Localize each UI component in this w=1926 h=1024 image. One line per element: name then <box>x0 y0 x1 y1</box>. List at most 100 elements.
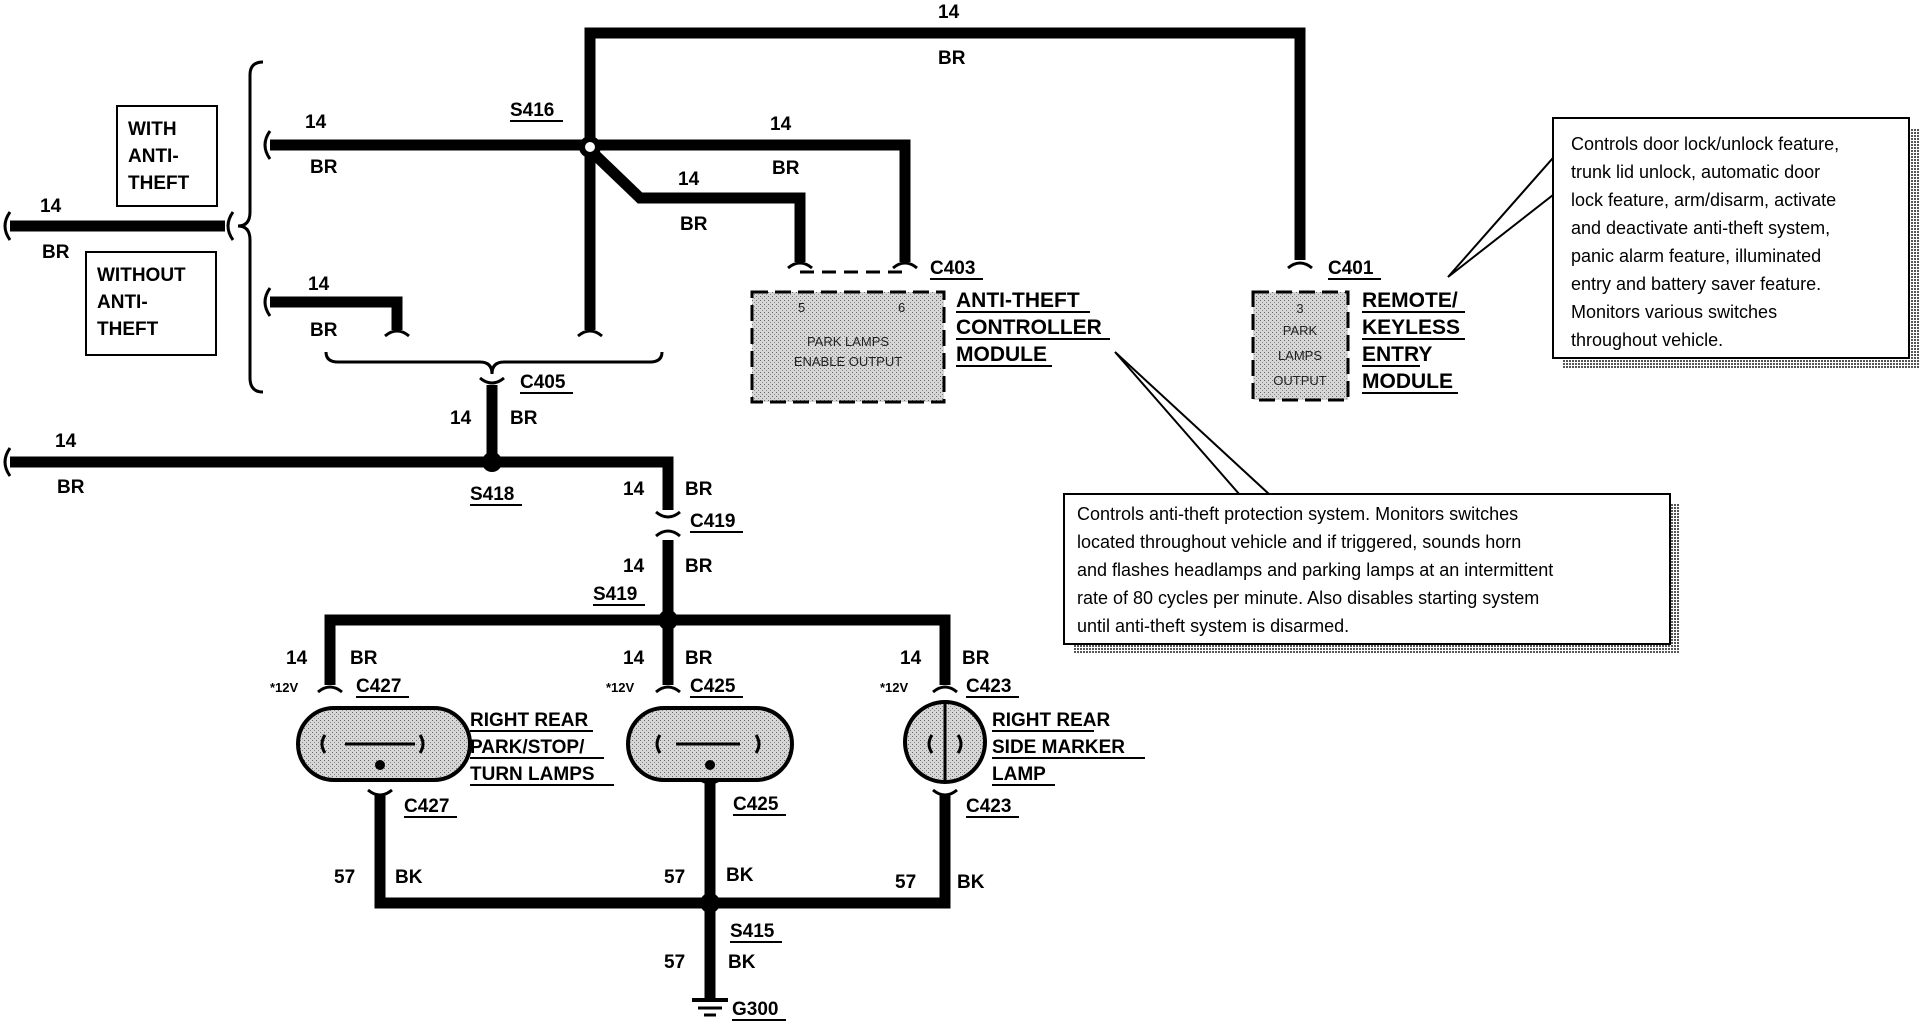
connector-terminals <box>317 261 1313 797</box>
lamp-name: RIGHT REAR <box>470 710 589 731</box>
pin-number: 6 <box>898 300 905 315</box>
with-line-3: THEFT <box>128 173 190 194</box>
without-line-3: THEFT <box>97 319 159 340</box>
connector-label: C425 <box>690 676 736 697</box>
rke-callout: Controls door lock/unlock feature, trunk… <box>1447 117 1919 368</box>
color-label: BR <box>350 648 378 669</box>
rke-note-line: trunk lid unlock, automatic door <box>1571 162 1820 182</box>
connector-label: C403 <box>930 258 975 279</box>
color-label: BK <box>726 865 754 886</box>
color-label: BR <box>42 242 70 263</box>
anti-theft-note-line: located throughout vehicle and if trigge… <box>1077 532 1521 552</box>
lamp-name: SIDE MARKER <box>992 737 1125 758</box>
rke-note-line: Controls door lock/unlock feature, <box>1571 134 1839 154</box>
gauge-label: 14 <box>900 648 922 669</box>
color-label: BR <box>310 320 338 341</box>
connector-label: C427 <box>404 796 449 817</box>
anti-theft-callout: Controls anti-theft protection system. M… <box>1063 351 1680 654</box>
gauge-label: 14 <box>938 2 960 23</box>
c405-bracket <box>324 351 664 375</box>
module-name: KEYLESS <box>1362 316 1460 339</box>
lamp-name: PARK/STOP/ <box>470 737 585 758</box>
rke-note-line: lock feature, arm/disarm, activate <box>1571 190 1836 210</box>
connector-label: C405 <box>520 372 566 393</box>
rke-note-line: entry and battery saver feature. <box>1571 274 1821 294</box>
gauge-label: 14 <box>40 196 62 217</box>
lamp-name: TURN LAMPS <box>470 764 595 785</box>
anti-theft-note-line: and flashes headlamps and parking lamps … <box>1077 560 1553 580</box>
rke-note-line: and deactivate anti-theft system, <box>1571 218 1830 238</box>
gauge-label: 14 <box>308 274 330 295</box>
with-line-2: ANTI- <box>128 146 179 167</box>
splice-dots <box>482 136 720 913</box>
module-text: ENABLE OUTPUT <box>794 354 902 369</box>
module-name: ENTRY <box>1362 343 1432 366</box>
lamp-name: RIGHT REAR <box>992 710 1111 731</box>
voltage-tag: *12V <box>880 680 909 695</box>
gauge-label: 14 <box>55 431 77 452</box>
connector-label: C423 <box>966 796 1011 817</box>
color-label: BR <box>510 408 538 429</box>
module-text: PARK <box>1283 323 1318 338</box>
color-label: BR <box>685 648 713 669</box>
gauge-label: 57 <box>664 867 685 888</box>
rke-note-line: Monitors various switches <box>1571 302 1777 322</box>
remote-keyless-entry-module: 3 PARK LAMPS OUTPUT REMOTE/ KEYLESS ENTR… <box>1251 289 1465 402</box>
color-label: BR <box>685 556 713 577</box>
splice-label: S418 <box>470 484 514 505</box>
module-name: MODULE <box>1362 370 1453 393</box>
anti-theft-note-line: until anti-theft system is disarmed. <box>1077 616 1349 636</box>
gauge-label: 14 <box>623 479 645 500</box>
gauge-label: 14 <box>770 114 792 135</box>
gauge-label: 14 <box>450 408 472 429</box>
without-line-1: WITHOUT <box>97 265 186 286</box>
connector-label: C419 <box>690 511 735 532</box>
option-bracket <box>237 60 264 394</box>
reference-labels: S416 S418 S419 S415 C403 C401 C405 C419 … <box>270 100 1381 1021</box>
gauge-label: 14 <box>623 556 645 577</box>
gauge-label: 57 <box>334 867 355 888</box>
anti-theft-note-line: Controls anti-theft protection system. M… <box>1077 504 1518 524</box>
wire-labels: 14 BR 14 BR 14 BR 14 BR 14 BR 14 BR 14 B… <box>40 2 990 973</box>
gauge-label: 14 <box>678 169 700 190</box>
with-anti-theft-box: WITH ANTI- THEFT <box>116 105 218 207</box>
color-label: BK <box>395 867 423 888</box>
rke-note-line: throughout vehicle. <box>1571 330 1723 350</box>
module-name: REMOTE/ <box>1362 289 1458 312</box>
module-text: PARK LAMPS <box>807 334 889 349</box>
rke-note-line: panic alarm feature, illuminated <box>1571 246 1821 266</box>
connector-label: C425 <box>733 794 779 815</box>
connector-label: C427 <box>356 676 401 697</box>
gauge-label: 14 <box>305 112 327 133</box>
color-label: BR <box>310 157 338 178</box>
color-label: BR <box>962 648 990 669</box>
anti-theft-note-line: rate of 80 cycles per minute. Also disab… <box>1077 588 1539 608</box>
module-text: OUTPUT <box>1273 373 1327 388</box>
voltage-tag: *12V <box>606 680 635 695</box>
pin-number: 5 <box>798 300 805 315</box>
anti-theft-controller-module: 5 6 PARK LAMPS ENABLE OUTPUT ANTI-THEFT … <box>750 289 1110 404</box>
splice-label: S415 <box>730 921 775 942</box>
color-label: BK <box>728 952 756 973</box>
color-label: BK <box>957 872 985 893</box>
splice-label: S419 <box>593 584 637 605</box>
lamp-name: LAMP <box>992 764 1046 785</box>
ground-icon <box>692 998 728 1017</box>
gauge-label: 57 <box>664 952 685 973</box>
right-rear-park-lamp-center <box>626 706 794 782</box>
right-rear-park-stop-turn-lamp: RIGHT REAR PARK/STOP/ TURN LAMPS <box>296 706 614 786</box>
wire-network <box>10 27 1306 1000</box>
pin-number: 3 <box>1296 301 1303 316</box>
color-label: BR <box>772 158 800 179</box>
module-name: MODULE <box>956 343 1047 366</box>
splice-label: S416 <box>510 100 554 121</box>
color-label: BR <box>938 48 966 69</box>
without-anti-theft-box: WITHOUT ANTI- THEFT <box>85 251 217 356</box>
wire-break-marks <box>3 130 272 477</box>
without-line-2: ANTI- <box>97 292 148 313</box>
right-rear-side-marker-lamp: RIGHT REAR SIDE MARKER LAMP <box>903 700 1145 786</box>
module-name: CONTROLLER <box>956 316 1102 339</box>
color-label: BR <box>57 477 85 498</box>
voltage-tag: *12V <box>270 680 299 695</box>
